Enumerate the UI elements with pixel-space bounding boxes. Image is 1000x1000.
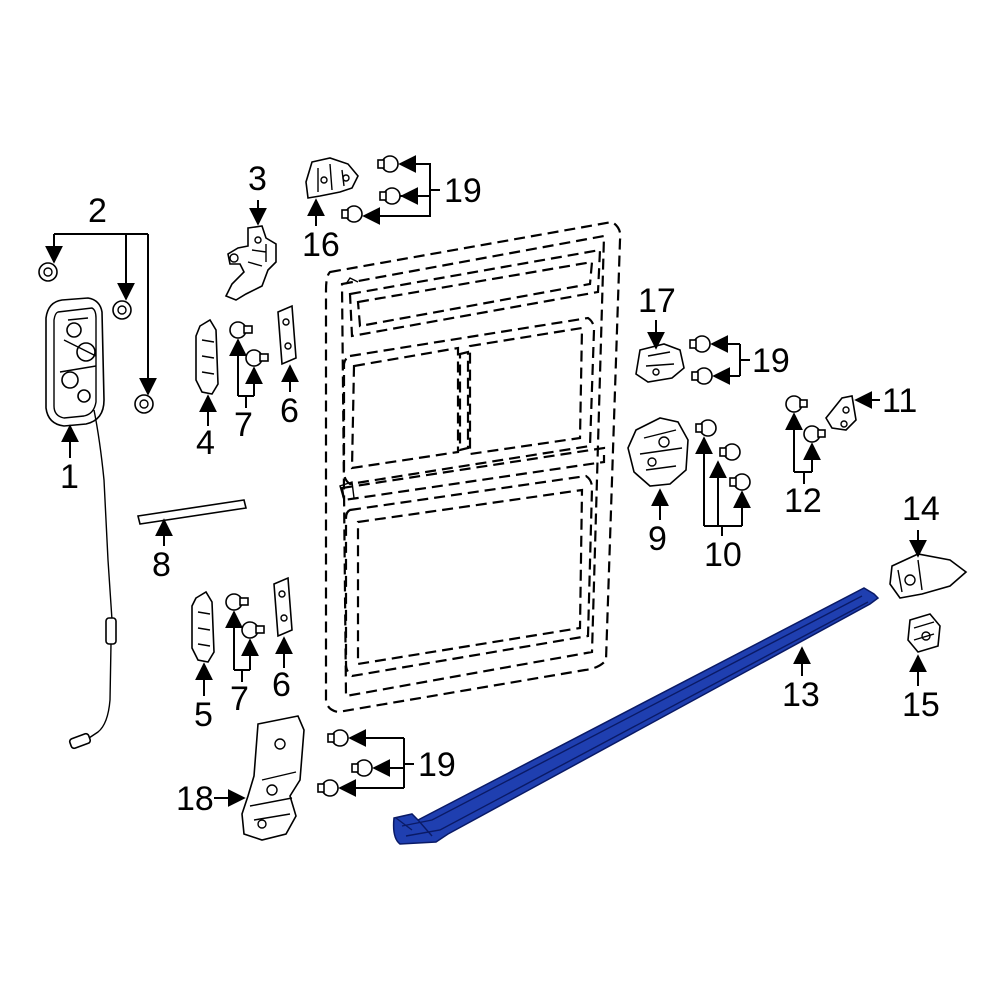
- part-19-bolts-middle: [689, 335, 713, 385]
- part-17-striker: [635, 343, 685, 383]
- callout-2: 2: [88, 192, 107, 230]
- part-5-guide: [191, 590, 215, 663]
- callout-16: 16: [302, 226, 340, 264]
- part-1-handle-assembly: [45, 297, 117, 750]
- callout-1: 1: [60, 458, 79, 496]
- part-12-bolts: [785, 395, 826, 443]
- callout-12: 12: [784, 482, 822, 520]
- leader-lines: [45, 155, 927, 807]
- callout-19-top: 19: [444, 172, 482, 210]
- callout-9: 9: [648, 520, 667, 558]
- callout-3: 3: [248, 160, 267, 198]
- callout-6-lower: 6: [272, 666, 291, 704]
- callout-10: 10: [704, 536, 742, 574]
- part-15-roller: [907, 613, 941, 653]
- part-7-bolts-upper: [229, 321, 269, 367]
- callout-7-upper: 7: [234, 406, 253, 444]
- sliding-door-outline: [324, 220, 622, 714]
- callout-6-upper: 6: [280, 392, 299, 430]
- part-19-bolts-top: [341, 155, 401, 223]
- part-9-door-lock: [627, 417, 689, 487]
- part-18-lower-hinge: [241, 715, 305, 841]
- callout-8: 8: [152, 546, 171, 584]
- part-16-bracket: [305, 157, 359, 199]
- part-7-bolts-lower: [225, 593, 265, 639]
- callout-18: 18: [176, 780, 214, 818]
- callout-11: 11: [882, 382, 917, 420]
- callout-17: 17: [638, 282, 676, 320]
- callout-4: 4: [196, 424, 215, 462]
- part-4-guide: [195, 318, 219, 395]
- callout-labels: 1 2 3 4 5 6 6 7 7 8 9 10 11 12 13 14 15 …: [60, 160, 940, 818]
- callout-5: 5: [194, 696, 213, 734]
- part-3-hinge-bracket: [224, 225, 277, 301]
- callout-7-lower: 7: [230, 680, 249, 718]
- callout-19-bottom: 19: [418, 746, 456, 784]
- callout-15: 15: [902, 686, 940, 724]
- part-6-plate-lower: [273, 576, 293, 638]
- part-14-cover: [889, 553, 968, 599]
- part-10-bolts: [695, 419, 751, 491]
- callout-13: 13: [782, 676, 820, 714]
- part-11-bracket: [825, 395, 857, 431]
- part-6-plate-upper: [277, 304, 297, 366]
- part-19-bolts-bottom: [317, 729, 373, 797]
- callout-14: 14: [902, 490, 940, 528]
- part-13-lower-track-highlighted[interactable]: [392, 587, 880, 845]
- part-8-trim-strip: [137, 499, 247, 525]
- callout-19-middle: 19: [752, 342, 790, 380]
